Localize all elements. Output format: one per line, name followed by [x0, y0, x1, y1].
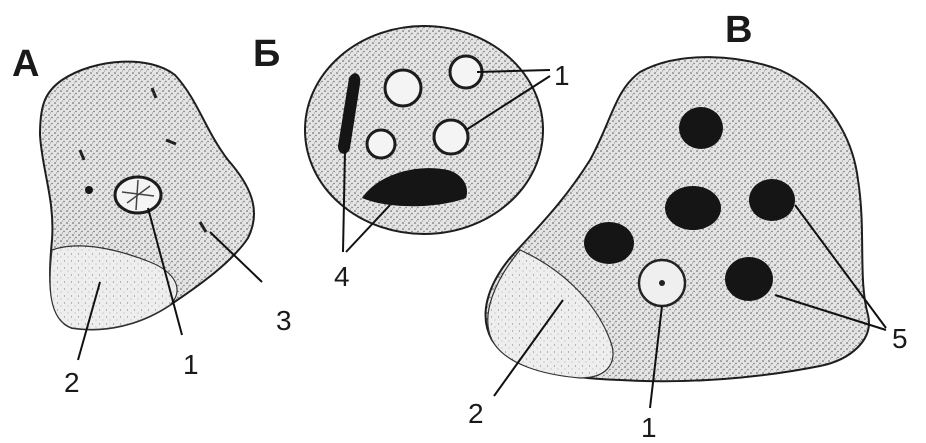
panel-a-granule	[85, 186, 93, 194]
panel-c: В 1 2 5	[468, 9, 908, 443]
panel-b-nucleus	[385, 70, 421, 106]
panel-b-nucleus	[367, 130, 395, 158]
panel-c-label-5: 5	[892, 323, 908, 354]
panel-c-nucleus	[639, 260, 685, 306]
panel-a: А 1 2 3	[12, 43, 292, 398]
panel-c-granule	[584, 222, 634, 264]
panel-c-label-1: 1	[641, 412, 657, 443]
panel-b-title: Б	[253, 33, 280, 75]
panel-c-granule	[749, 179, 795, 221]
panel-a-label-1: 1	[183, 349, 199, 380]
panel-c-granule	[679, 107, 723, 149]
panel-a-title: А	[12, 43, 39, 85]
panel-b-nucleus	[434, 120, 468, 154]
panel-c-granule	[725, 257, 773, 301]
panel-c-granule	[665, 186, 721, 230]
panel-c-label-2: 2	[468, 398, 484, 429]
panel-b-label-4: 4	[334, 261, 350, 292]
panel-b-label-1: 1	[554, 60, 570, 91]
panel-a-label-3: 3	[276, 305, 292, 336]
panel-a-nucleus	[115, 177, 161, 213]
panel-a-label-2: 2	[64, 367, 80, 398]
panel-c-title: В	[725, 9, 752, 51]
